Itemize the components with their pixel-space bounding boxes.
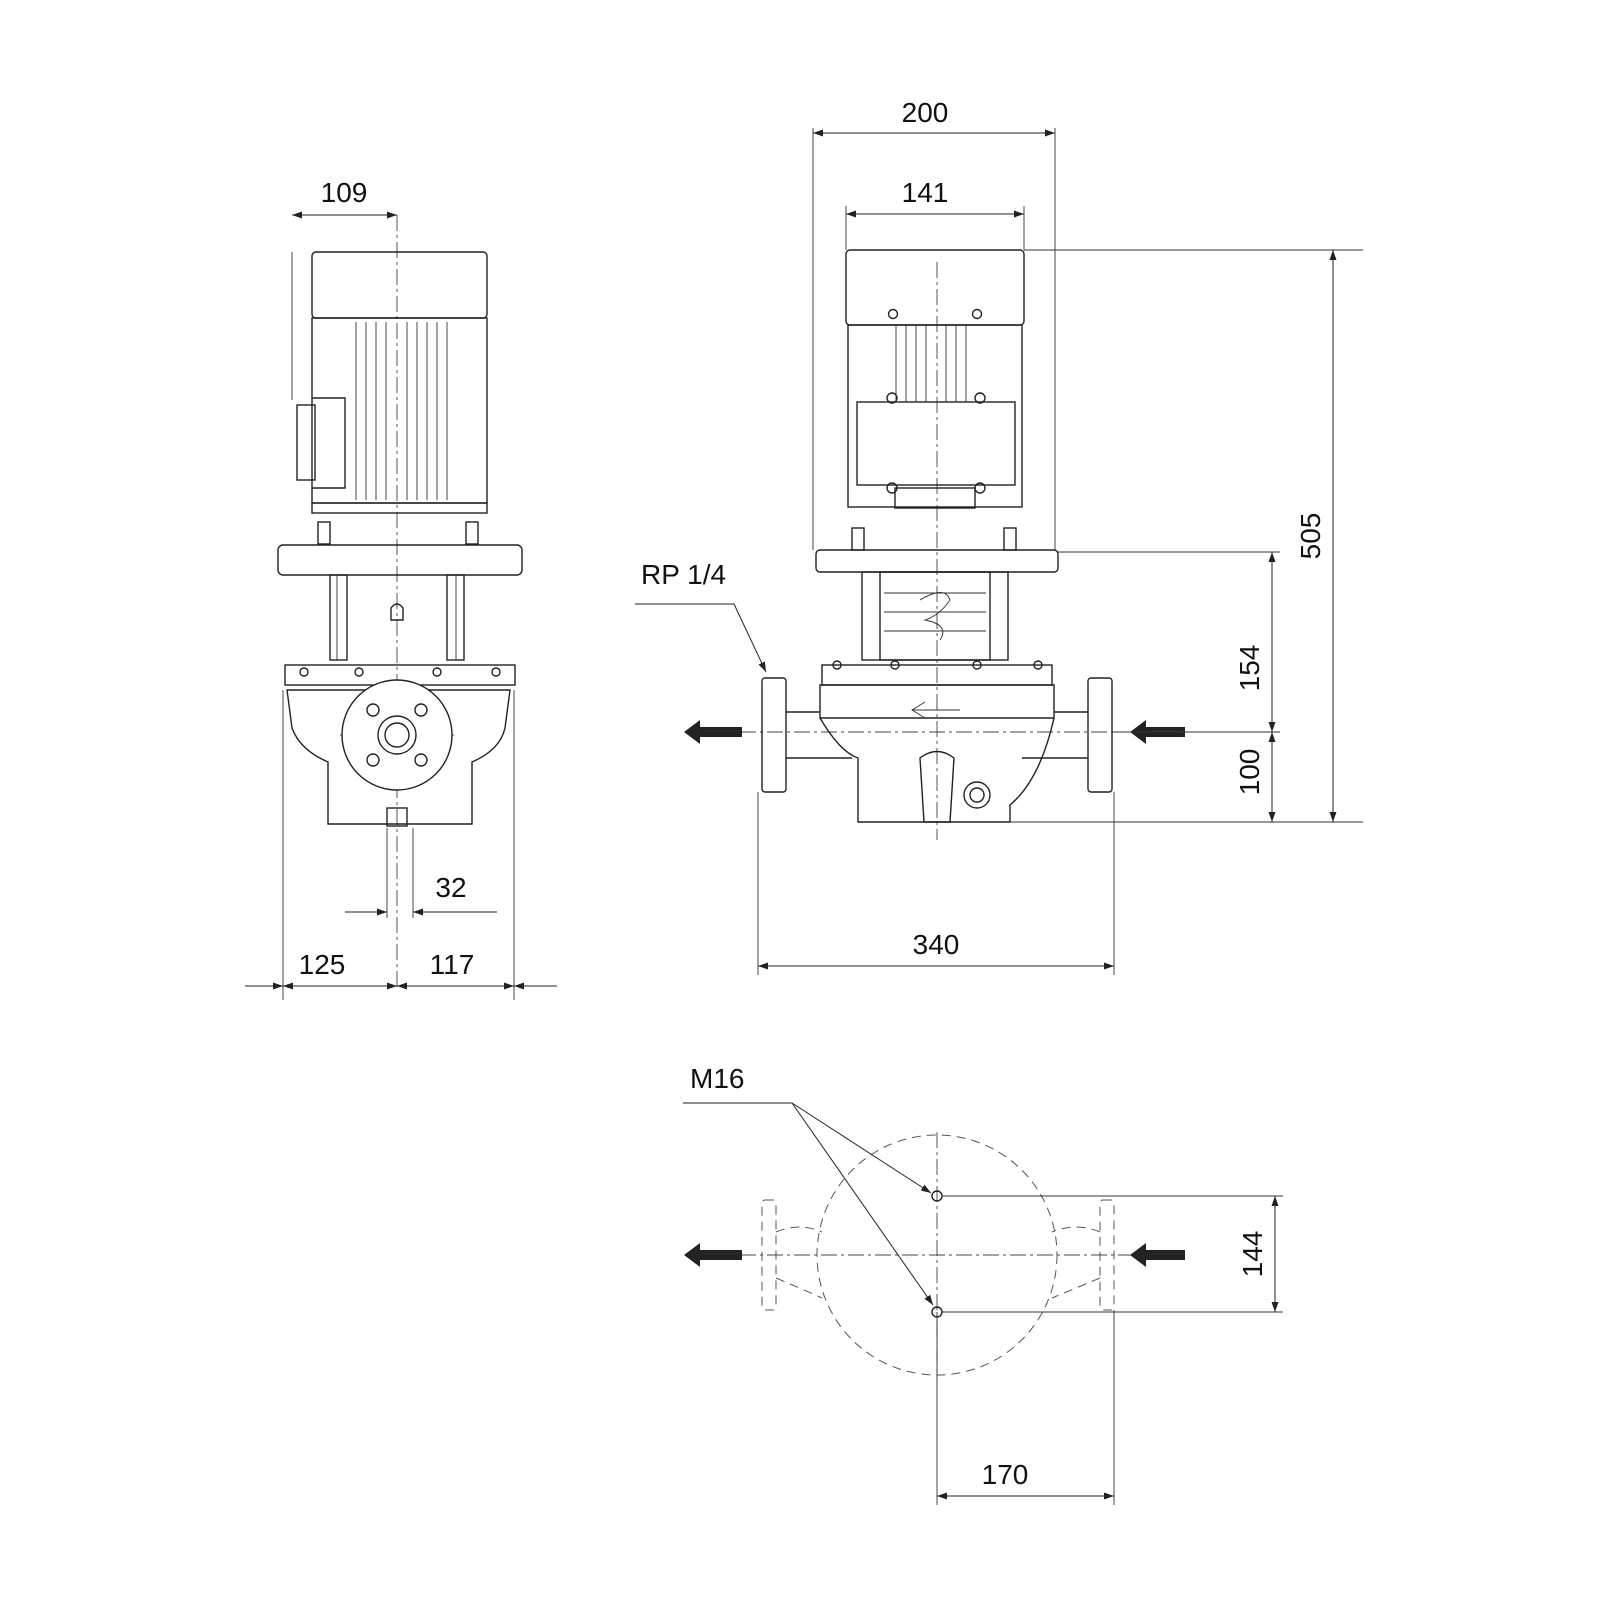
front-terminal-box [856,401,1016,486]
dim-340: 340 [758,929,1114,970]
dim-144: 144 [1237,1196,1279,1312]
side-terminal-box [312,397,346,489]
dim-170-label: 170 [982,1459,1029,1490]
side-port-flange [341,679,453,791]
dim-170: 170 [937,1459,1114,1500]
dim-141: 141 [846,177,1024,218]
dim-125-117: 125 117 [245,949,557,990]
front-outlet-flange [761,677,787,793]
casing-flow-arrow-icon [911,701,960,719]
dim-505: 505 [1295,250,1337,822]
side-view [277,215,523,1000]
front-motor-fins [895,325,967,402]
plan-inlet-arrow-icon [1130,1243,1185,1267]
dim-100-label: 100 [1234,749,1265,796]
side-head-bolts [299,667,501,677]
dim-109: 109 [292,177,397,219]
plan-view [684,1132,1283,1505]
front-view [684,128,1363,975]
callout-rp-1-4: RP 1/4 [635,559,767,673]
side-motor-fins [355,322,448,500]
vent-thread-label: RP 1/4 [641,559,726,590]
front-inlet-flange [1087,677,1113,793]
plan-outlet-arrow-icon [684,1243,742,1267]
dim-144-label: 144 [1237,1231,1268,1278]
side-flange-bolts [317,521,479,545]
dim-100: 100 [1234,732,1276,822]
dim-117-label: 117 [430,949,475,980]
dim-200: 200 [813,97,1055,137]
bolt-thread-label: M16 [690,1063,744,1094]
dim-154: 154 [1234,552,1276,732]
dim-200-label: 200 [902,97,949,128]
dim-32: 32 [345,872,497,916]
dim-505-label: 505 [1295,513,1326,560]
dim-125-label: 125 [299,949,346,980]
outlet-arrow-icon [684,720,742,744]
dim-32-label: 32 [435,872,466,903]
front-pump-volute [819,717,1055,823]
dim-109-label: 109 [321,177,368,208]
dim-141-label: 141 [902,177,949,208]
side-pump-housing [286,689,511,825]
dim-154-label: 154 [1234,645,1265,692]
dim-340-label: 340 [913,929,960,960]
callout-m16: M16 [683,1063,934,1306]
